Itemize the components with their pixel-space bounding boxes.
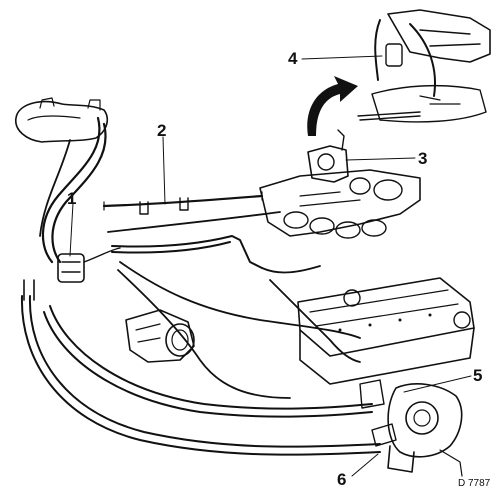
callout-1: 1 [67,189,76,208]
expansion-tank [15,97,109,143]
callout-3: 3 [418,149,427,168]
turbocharger [359,379,463,477]
callout-4: 4 [288,49,298,68]
callout-6: 6 [337,470,346,489]
callout-2: 2 [157,121,166,140]
centre-pipes [111,235,361,399]
valve-cover [297,277,475,385]
intake-manifold [259,169,421,239]
figure-reference-code: D 7787 [458,478,491,489]
coolant-hoses [39,116,107,264]
vacuum-line [102,191,281,233]
breather-junction [57,247,121,283]
throttle-valve-housing [307,129,349,183]
air-intake-unit [125,309,195,363]
lower-hose-bundle [20,279,381,456]
detail-view [357,9,491,123]
detail-arrow [307,76,358,136]
leader-lines [69,55,472,477]
callout-5: 5 [473,366,482,385]
